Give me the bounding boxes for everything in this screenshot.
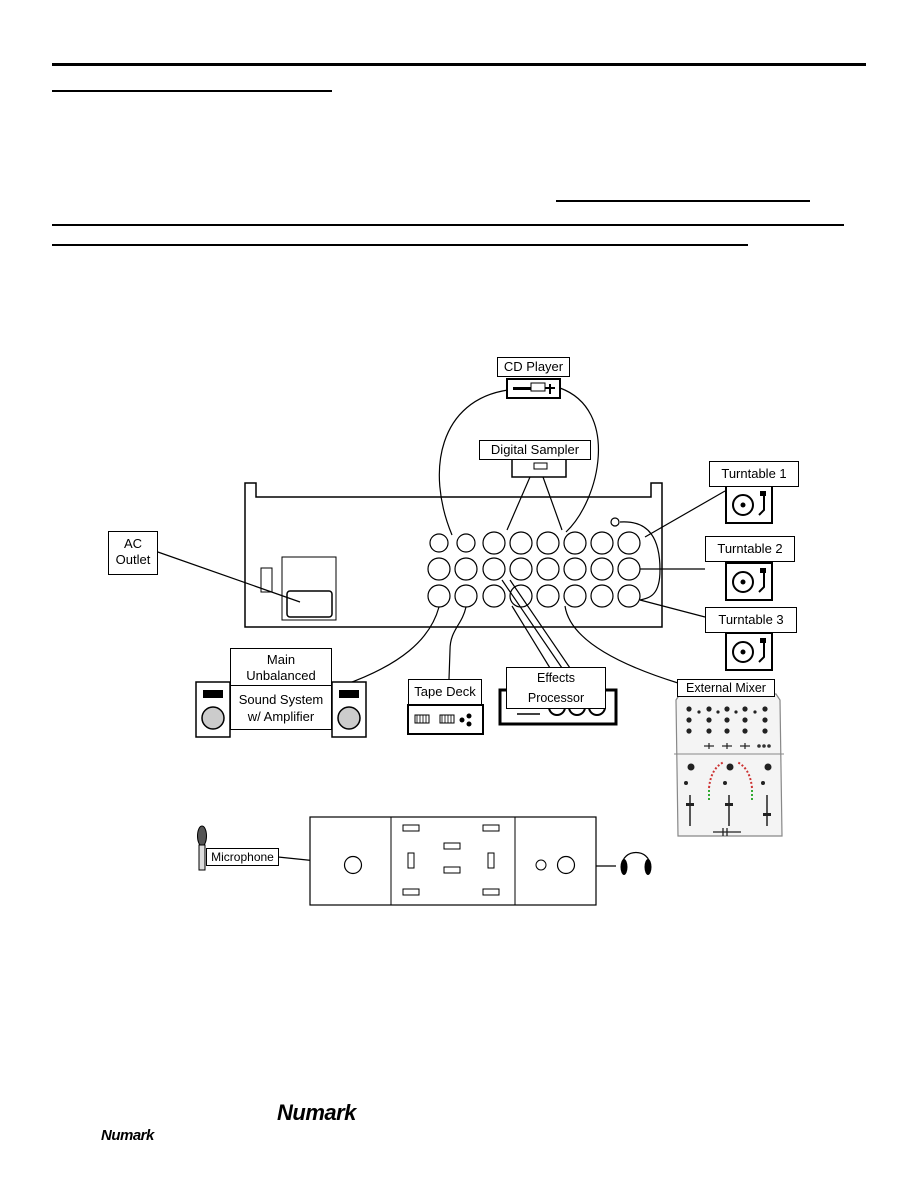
cables — [154, 387, 726, 867]
main-label-line2: Unbalanced — [246, 668, 316, 683]
cable-fx-3 — [511, 605, 551, 669]
headphones-icon — [620, 851, 652, 875]
cable-fx-2 — [501, 579, 563, 669]
ac-outlet-label: AC Outlet — [108, 531, 158, 575]
front-panel — [309, 816, 597, 906]
tape-deck-icon — [407, 704, 484, 735]
cable-mixer — [564, 605, 679, 684]
microphone-icon — [197, 825, 207, 871]
tape-deck-label: Tape Deck — [408, 679, 482, 705]
mic-jack — [343, 855, 363, 875]
digital-sampler-label: Digital Sampler — [479, 440, 591, 460]
turntable-icon — [725, 562, 773, 601]
jack-row-2 — [427, 557, 641, 581]
cable-sampler-left — [506, 476, 531, 531]
turntable-2-label: Turntable 2 — [705, 536, 795, 562]
jack-row-3 — [427, 584, 641, 608]
text-underline-1 — [52, 90, 332, 92]
cable-ac — [154, 550, 301, 603]
turntable-1-label: Turntable 1 — [709, 461, 799, 487]
main-unbalanced-label: Main Unbalanced — [230, 648, 332, 686]
sampler-icon — [511, 457, 567, 478]
turntable-icon — [725, 485, 773, 524]
cd-player-icon — [506, 378, 561, 399]
mixer-icon — [674, 693, 784, 837]
header-rule — [52, 63, 866, 66]
cable-main — [343, 606, 440, 686]
sound-system-label: Sound System w/ Amplifier — [230, 685, 332, 730]
sound-label-line2: w/ Amplifier — [247, 709, 315, 724]
cable-cd-left — [438, 389, 509, 536]
text-underline-2 — [556, 200, 810, 202]
cable-sampler-right — [542, 476, 563, 531]
effects-processor-label: Effects Processor — [506, 667, 606, 709]
headphone-level — [535, 859, 547, 871]
microphone-label: Microphone — [206, 848, 279, 866]
cable-fx-1 — [509, 579, 571, 669]
cd-player-label: CD Player — [497, 357, 570, 377]
main-label-line1: Main — [266, 652, 296, 667]
ac-outlet-label-line2: Outlet — [115, 552, 151, 567]
turntable-3-label: Turntable 3 — [705, 607, 797, 633]
turntable-icon — [725, 632, 773, 671]
sound-label-line1: Sound System — [238, 692, 324, 707]
brand-logo-primary: Numark — [277, 1100, 356, 1125]
brand-logo-secondary: Numark — [101, 1127, 154, 1144]
speaker-icon — [331, 681, 367, 738]
external-mixer-label: External Mixer — [677, 679, 775, 697]
speaker-icon — [195, 681, 231, 738]
cable-tt-loop — [619, 521, 661, 601]
headphone-jack — [556, 855, 576, 875]
jack-row-1 — [429, 517, 641, 555]
text-underline-3 — [52, 224, 844, 226]
cable-cd-right — [559, 387, 600, 533]
ac-outlet-label-line1: AC — [123, 536, 143, 551]
cable-turntable-3 — [639, 599, 706, 618]
power-socket — [286, 590, 333, 618]
cable-turntable-1 — [644, 490, 726, 538]
text-underline-4 — [52, 244, 748, 246]
cable-tape — [448, 606, 467, 680]
power-switch — [260, 567, 273, 593]
